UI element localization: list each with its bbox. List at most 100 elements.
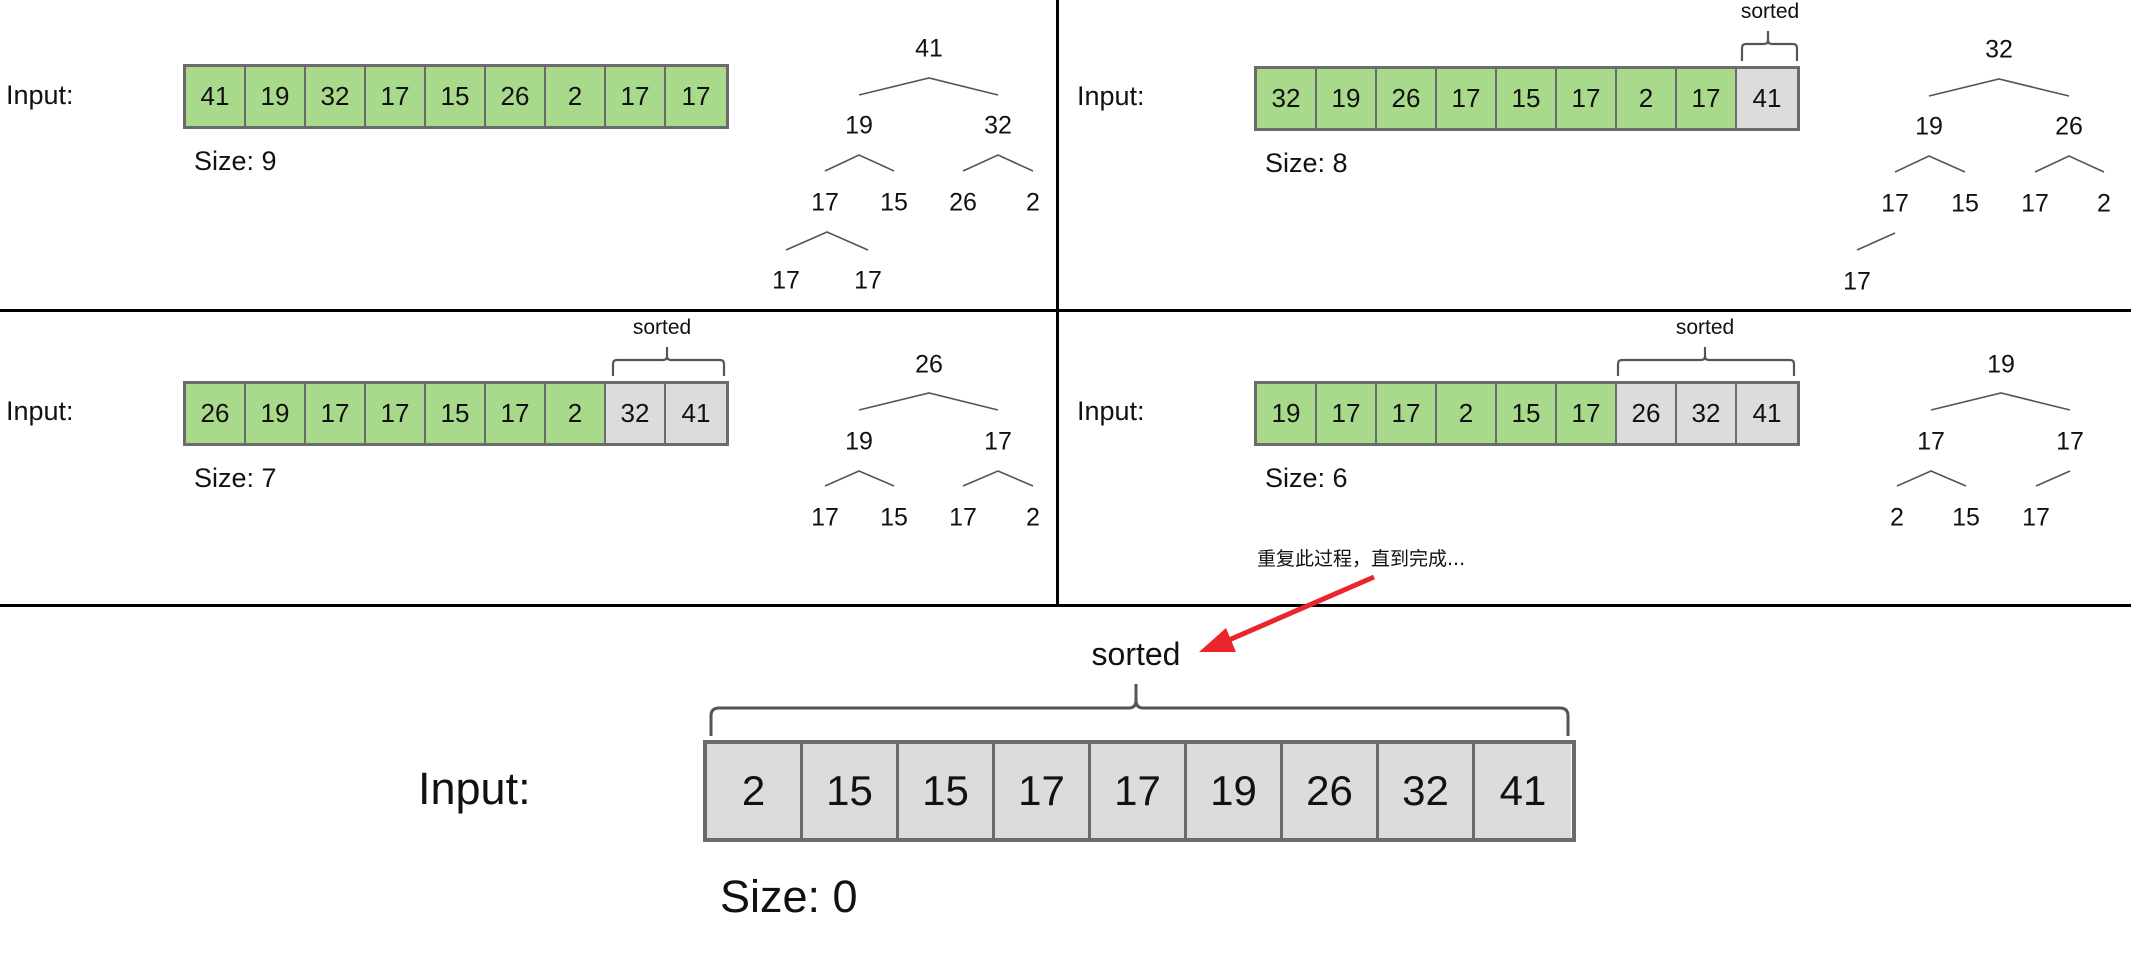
array: 19 17 17 2 15 17 26 32 41 bbox=[1254, 381, 1800, 446]
array-cell: 19 bbox=[1187, 744, 1283, 838]
sorted-label: sorted bbox=[1675, 316, 1735, 339]
tree-node: 15 bbox=[880, 503, 908, 532]
array-cell: 17 bbox=[1557, 69, 1617, 128]
array-cell: 19 bbox=[246, 384, 306, 443]
array: 26 19 17 17 15 17 2 32 41 bbox=[183, 381, 729, 446]
array-cell: 26 bbox=[1617, 384, 1677, 443]
array-cell: 19 bbox=[1317, 69, 1377, 128]
array-cell: 15 bbox=[426, 67, 486, 126]
tree-node: 17 bbox=[811, 188, 839, 217]
array-cell: 17 bbox=[1317, 384, 1377, 443]
array-cell: 26 bbox=[486, 67, 546, 126]
array-cell: 2 bbox=[1617, 69, 1677, 128]
array-cell: 17 bbox=[366, 67, 426, 126]
tree-node: 26 bbox=[949, 188, 977, 217]
tree-node: 17 bbox=[1843, 267, 1871, 296]
input-label: Input: bbox=[418, 763, 531, 814]
tree-node: 19 bbox=[1915, 112, 1943, 141]
array-cell: 17 bbox=[1677, 69, 1737, 128]
tree-node: 2 bbox=[1026, 188, 1040, 217]
array-cell: 17 bbox=[1377, 384, 1437, 443]
size-label: Size: 9 bbox=[194, 146, 277, 176]
array-cell: 2 bbox=[1437, 384, 1497, 443]
sorted-label: sorted bbox=[1740, 0, 1800, 23]
array-cell: 2 bbox=[707, 744, 803, 838]
sorted-label: sorted bbox=[1091, 636, 1181, 672]
tree-node: 32 bbox=[1985, 35, 2013, 64]
input-label: Input: bbox=[6, 396, 74, 426]
array-cell: 41 bbox=[1475, 744, 1571, 838]
tree-node: 19 bbox=[845, 427, 873, 456]
input-label: Input: bbox=[1077, 396, 1145, 426]
tree-node: 17 bbox=[2021, 189, 2049, 218]
size-label: Size: 0 bbox=[720, 871, 858, 922]
tree-node: 17 bbox=[1917, 427, 1945, 456]
array-cell: 32 bbox=[1257, 69, 1317, 128]
array-cell: 2 bbox=[546, 384, 606, 443]
tree-node: 17 bbox=[2022, 503, 2050, 532]
array-cell: 41 bbox=[1737, 384, 1797, 443]
tree-node: 17 bbox=[984, 427, 1012, 456]
array-cell: 17 bbox=[486, 384, 546, 443]
array-cell: 32 bbox=[606, 384, 666, 443]
array-cell: 41 bbox=[1737, 69, 1797, 128]
array-cell: 2 bbox=[546, 67, 606, 126]
size-label: Size: 7 bbox=[194, 463, 277, 493]
tree-node: 17 bbox=[2056, 427, 2084, 456]
size-label: Size: 8 bbox=[1265, 148, 1348, 178]
divider-vertical bbox=[1056, 0, 1059, 606]
tree-node: 2 bbox=[1890, 503, 1904, 532]
array-cell: 17 bbox=[606, 67, 666, 126]
tree-node: 41 bbox=[915, 34, 943, 63]
tree-node: 17 bbox=[949, 503, 977, 532]
array-cell: 32 bbox=[1677, 384, 1737, 443]
array-cell: 15 bbox=[803, 744, 899, 838]
tree-node: 32 bbox=[984, 111, 1012, 140]
tree-node: 15 bbox=[1952, 503, 1980, 532]
array-cell: 15 bbox=[1497, 69, 1557, 128]
array-cell: 26 bbox=[1377, 69, 1437, 128]
tree-node: 2 bbox=[2097, 189, 2111, 218]
annotation-text: 重复此过程，直到完成... bbox=[1257, 548, 1466, 570]
array-cell: 15 bbox=[426, 384, 486, 443]
tree-node: 15 bbox=[1951, 189, 1979, 218]
array-cell: 26 bbox=[1283, 744, 1379, 838]
array-cell: 41 bbox=[186, 67, 246, 126]
annotation-arrow bbox=[1199, 574, 1375, 652]
array-cell: 17 bbox=[1091, 744, 1187, 838]
tree-node: 15 bbox=[880, 188, 908, 217]
array: 32 19 26 17 15 17 2 17 41 bbox=[1254, 66, 1800, 131]
array-cell: 17 bbox=[1437, 69, 1497, 128]
size-label: Size: 6 bbox=[1265, 463, 1348, 493]
tree-node: 26 bbox=[2055, 112, 2083, 141]
array-cell: 26 bbox=[186, 384, 246, 443]
array-cell: 17 bbox=[995, 744, 1091, 838]
divider-horizontal-top bbox=[0, 309, 2131, 312]
array-cell: 17 bbox=[666, 67, 726, 126]
array-cell: 32 bbox=[1379, 744, 1475, 838]
tree-node: 17 bbox=[772, 266, 800, 295]
array-cell: 19 bbox=[246, 67, 306, 126]
sorted-braces bbox=[611, 31, 1799, 736]
tree-node: 17 bbox=[854, 266, 882, 295]
tree-node: 2 bbox=[1026, 503, 1040, 532]
input-label: Input: bbox=[1077, 81, 1145, 111]
sorted-label: sorted bbox=[632, 316, 692, 339]
array-cell: 19 bbox=[1257, 384, 1317, 443]
tree-node: 19 bbox=[845, 111, 873, 140]
array-cell: 17 bbox=[366, 384, 426, 443]
array-cell: 15 bbox=[1497, 384, 1557, 443]
tree-edges bbox=[785, 77, 2105, 487]
array-cell: 15 bbox=[899, 744, 995, 838]
tree-node: 19 bbox=[1987, 350, 2015, 379]
array-cell: 17 bbox=[1557, 384, 1617, 443]
array: 41 19 32 17 15 26 2 17 17 bbox=[183, 64, 729, 129]
tree-node: 17 bbox=[811, 503, 839, 532]
input-label: Input: bbox=[6, 80, 74, 110]
array: 2 15 15 17 17 19 26 32 41 bbox=[703, 740, 1576, 842]
array-cell: 32 bbox=[306, 67, 366, 126]
divider-horizontal-bottom bbox=[0, 604, 2131, 607]
tree-node: 26 bbox=[915, 350, 943, 379]
array-cell: 41 bbox=[666, 384, 726, 443]
